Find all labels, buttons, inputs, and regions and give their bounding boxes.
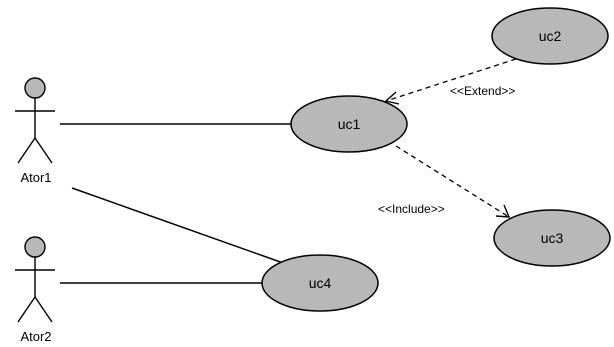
extend-stereotype-label: <<Extend>> bbox=[450, 84, 515, 98]
use-case-uc3-label: uc3 bbox=[541, 230, 564, 246]
use-case-uc4-label: uc4 bbox=[309, 275, 332, 291]
actor-ator1[interactable]: Ator1 bbox=[15, 77, 55, 185]
extend-dependency-line bbox=[385, 58, 517, 102]
use-case-uc3[interactable]: uc3 bbox=[493, 209, 611, 267]
include-stereotype-label: <<Include>> bbox=[378, 202, 445, 216]
use-case-uc1[interactable]: uc1 bbox=[290, 95, 408, 153]
actor-ator1-label: Ator1 bbox=[20, 170, 51, 185]
extend-arrowhead bbox=[384, 91, 400, 105]
use-case-uc4[interactable]: uc4 bbox=[261, 254, 379, 312]
use-case-uc2[interactable]: uc2 bbox=[491, 7, 609, 65]
actor-ator2-label: Ator2 bbox=[20, 329, 51, 344]
actor-ator1-head bbox=[24, 77, 46, 99]
actor-ator2-head bbox=[24, 236, 46, 258]
actor-ator2[interactable]: Ator2 bbox=[15, 236, 55, 344]
use-case-uc2-label: uc2 bbox=[539, 28, 562, 44]
use-case-uc1-label: uc1 bbox=[338, 116, 361, 132]
association-ator1-uc4 bbox=[71, 187, 287, 265]
include-arrowhead bbox=[495, 204, 511, 218]
include-dependency-line bbox=[395, 145, 510, 218]
